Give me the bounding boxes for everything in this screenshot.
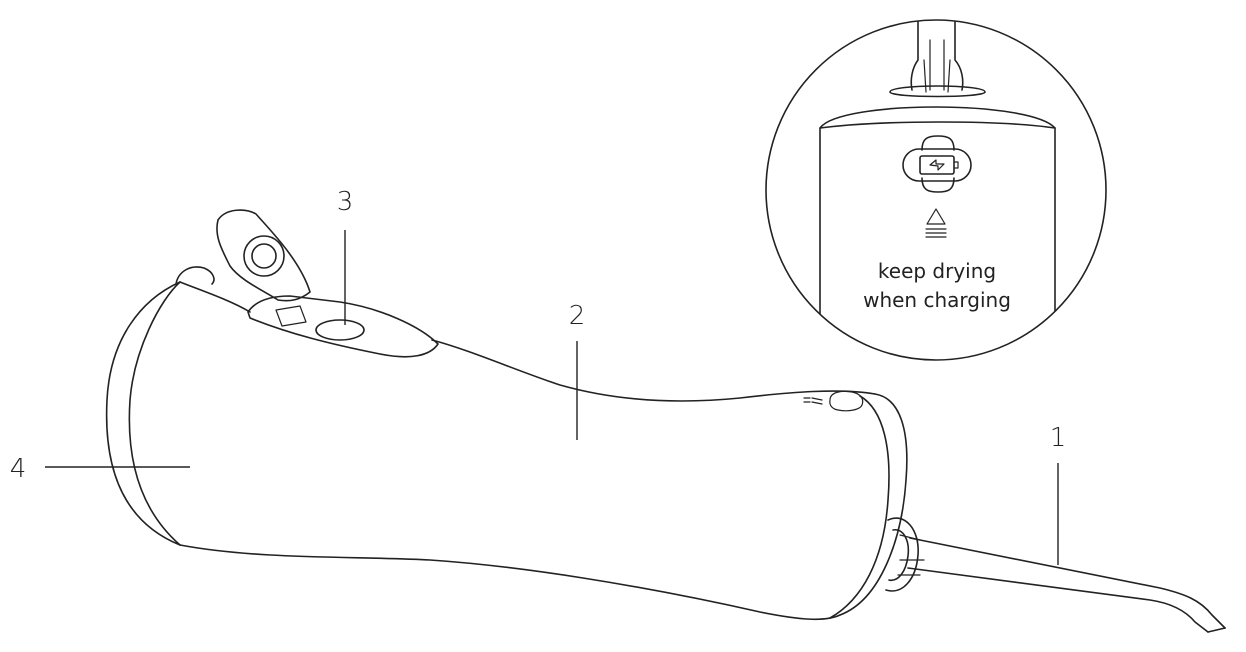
- detail-view: keep drying when charging: [765, 19, 1107, 361]
- body-bottom-outline: [179, 544, 841, 621]
- detail-circle: [765, 19, 1107, 361]
- callout-4: 4: [10, 454, 27, 484]
- detail-note-line1: keep drying: [878, 259, 996, 283]
- battery-charging-icon: [902, 135, 972, 193]
- nozzle-tube: [907, 537, 1226, 633]
- body-top-outline: [179, 281, 876, 402]
- back-cap: [105, 281, 181, 546]
- callout-3: 3: [337, 187, 354, 217]
- callout-2: 2: [569, 301, 586, 331]
- front-cap: [839, 393, 908, 616]
- detail-note-line2: when charging: [863, 288, 1011, 312]
- water-warning-icon: [925, 208, 947, 238]
- device-illustration: [105, 209, 1226, 633]
- nozzle-release-icon: [803, 390, 864, 412]
- reservoir-lid: [216, 209, 439, 358]
- callout-1: 1: [1050, 423, 1067, 453]
